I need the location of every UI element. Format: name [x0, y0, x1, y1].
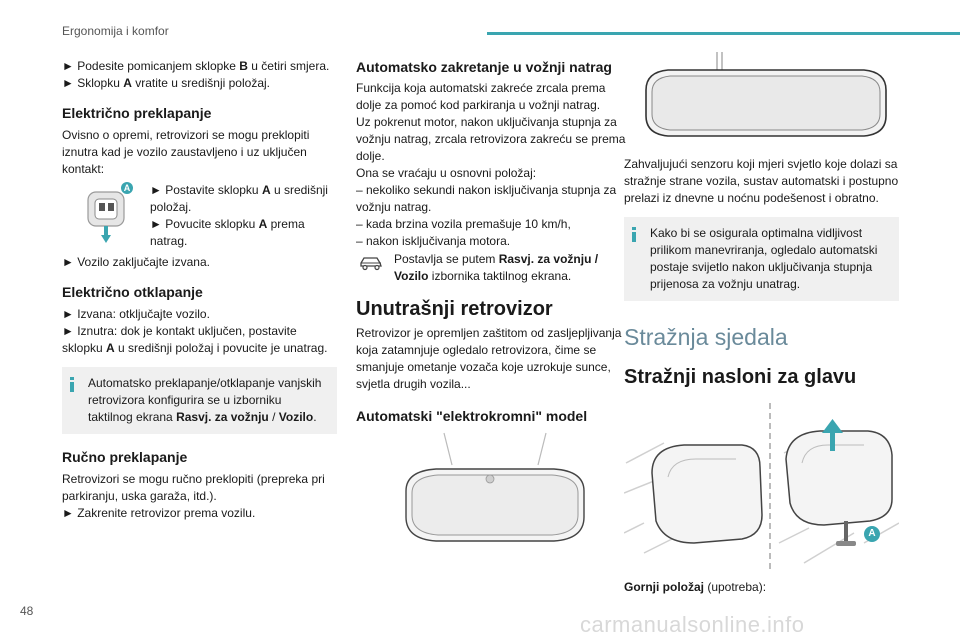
switch-steps: ► Postavite sklopku A u središnji položa…	[150, 182, 337, 250]
badge-a-headrest: A	[868, 528, 876, 539]
header-title: Ergonomija i komfor	[62, 24, 169, 38]
upper-position-text: Gornji položaj (upotreba):	[624, 580, 767, 594]
unfold-step-2: ► Iznutra: dok je kontakt uključen, post…	[62, 324, 328, 355]
intro-step-2: ► Sklopku A vratite u središnji položaj.	[62, 76, 270, 90]
manual-folding-text: Retrovizori se mogu ručno preklopiti (pr…	[62, 472, 325, 503]
heading-rear-headrests: Stražnji nasloni za glavu	[624, 366, 857, 388]
page-number: 48	[20, 604, 34, 618]
column-2: Automatsko zakretanje u vožnji natrag Fu…	[356, 58, 631, 551]
heading-electric-folding: Električno preklapanje	[62, 105, 212, 121]
fold-step-3: ► Vozilo zaključajte izvana.	[62, 255, 210, 269]
car-icon	[360, 257, 382, 271]
sensor-text: Zahvaljujući senzoru koji mjeri svjetlo …	[624, 157, 899, 205]
headrest-illustration: A	[624, 403, 899, 573]
heading-reverse-tilt: Automatsko zakretanje u vožnji natrag	[356, 59, 612, 75]
tip-text-reverse: Kako bi se osigurala optimalna vidljivos…	[650, 226, 878, 291]
car-note: Postavlja se putem Rasvj. za vožnju / Vo…	[356, 251, 631, 285]
heading-electrochromic: Automatski "elektrokromni" model	[356, 408, 588, 424]
intro-step-1: ► Podesite pomicanjem sklopke B u četiri…	[62, 59, 330, 73]
heading-interior-mirror: Unutrašnji retrovizor	[356, 298, 553, 320]
badge-a: A	[121, 182, 133, 194]
tip-box-folding: Automatsko preklapanje/otklapanje vanjsk…	[62, 367, 337, 434]
interior-mirror-text: Retrovizor je opremljen zaštitom od zasl…	[356, 326, 622, 391]
switch-block: A ► Postavite sklopku A u središnji polo…	[62, 182, 337, 250]
heading-manual-folding: Ručno preklapanje	[62, 449, 188, 465]
column-3: Zahvaljujući senzoru koji mjeri svjetlo …	[624, 52, 899, 596]
car-note-text: Postavlja se putem Rasvj. za vožnju / Vo…	[394, 252, 599, 283]
electric-folding-text: Ovisno o opremi, retrovizori se mogu pre…	[62, 128, 310, 176]
fold-step-2: ► Povucite sklopku A prema natrag.	[150, 217, 305, 248]
reverse-tilt-item-1: – nekoliko sekundi nakon isključivanja s…	[356, 183, 617, 214]
info-icon	[70, 377, 74, 392]
info-icon	[632, 227, 636, 242]
reverse-tilt-p2: Uz pokrenut motor, nakon uključivanja st…	[356, 115, 626, 163]
reverse-tilt-item-3: – nakon isključivanja motora.	[356, 234, 511, 248]
interior-mirror-illustration	[645, 52, 887, 137]
headrest-drawing	[624, 403, 899, 573]
fold-step-1: ► Postavite sklopku A u središnji položa…	[150, 183, 328, 214]
header-accent-bar	[487, 32, 960, 35]
heading-rear-seats: Stražnja sjedala	[624, 324, 788, 350]
manual-folding-step: ► Zakrenite retrovizor prema vozilu.	[62, 506, 256, 520]
tip-text: Automatsko preklapanje/otklapanje vanjsk…	[88, 376, 322, 424]
mirror-switch-icon	[87, 191, 125, 243]
reverse-tilt-p1: Funkcija koja automatski zakreće zrcala …	[356, 81, 606, 112]
reverse-tilt-item-2: – kada brzina vozila premašuje 10 km/h,	[356, 217, 571, 231]
reverse-tilt-p3: Ona se vraćaju u osnovni položaj:	[356, 166, 537, 180]
unfold-step-1: ► Izvana: otključajte vozilo.	[62, 307, 210, 321]
electrochromic-mirror-illustration	[405, 432, 585, 542]
watermark: carmanualsonline.info	[580, 612, 805, 637]
heading-electric-unfolding: Električno otklapanje	[62, 284, 203, 300]
column-1: ► Podesite pomicanjem sklopke B u četiri…	[62, 58, 337, 522]
tip-box-reverse: Kako bi se osigurala optimalna vidljivos…	[624, 217, 899, 301]
